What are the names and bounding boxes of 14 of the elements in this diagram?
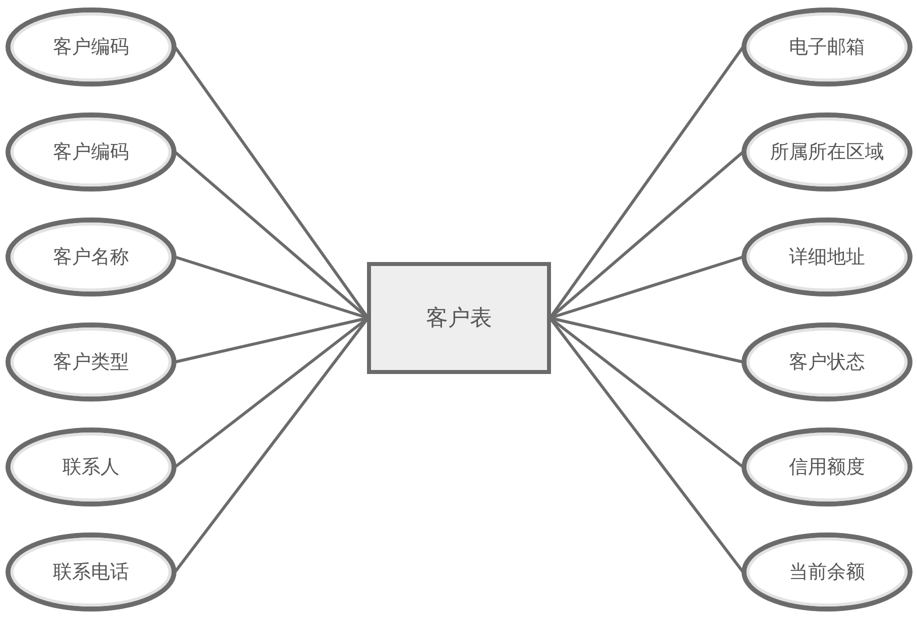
attribute-label: 电子邮箱 — [789, 35, 865, 60]
attribute-label: 联系电话 — [53, 560, 129, 585]
attribute-label: 详细地址 — [789, 245, 865, 270]
attribute-label: 客户状态 — [789, 350, 865, 375]
attribute-label: 联系人 — [62, 455, 120, 480]
entity-label: 客户表 — [426, 305, 492, 333]
attribute-label: 客户编码 — [53, 140, 129, 165]
attribute-label: 客户名称 — [53, 245, 129, 270]
attribute-label: 客户编码 — [53, 35, 129, 60]
attribute-label: 客户类型 — [53, 350, 129, 375]
entity-box — [367, 262, 551, 374]
attribute-label: 当前余额 — [789, 560, 865, 585]
attribute-label: 所属所在区域 — [770, 140, 884, 165]
attribute-label: 信用额度 — [789, 455, 865, 480]
